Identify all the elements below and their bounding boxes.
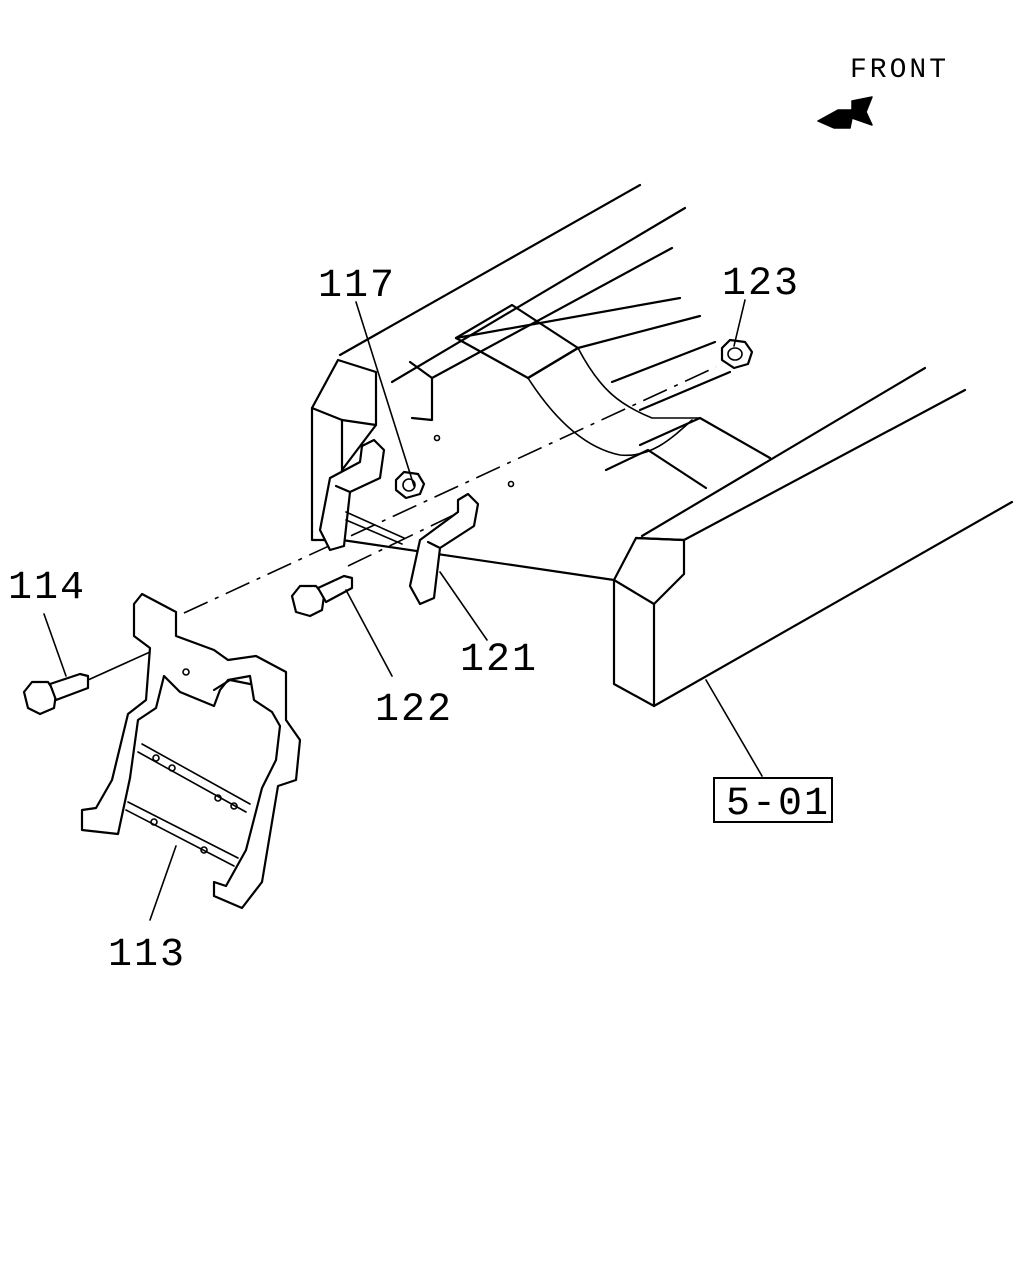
frame-crossmember [310, 183, 1014, 708]
leader-lines [43, 299, 763, 921]
callout-117: 117 [318, 264, 396, 309]
callout-121: 121 [460, 638, 538, 683]
bracket-arm-121 [318, 438, 480, 606]
assembly-centerline [183, 366, 717, 614]
front-indicator: FRONT [817, 55, 949, 129]
front-label: FRONT [850, 55, 949, 86]
nut-123 [720, 338, 754, 370]
callout-114: 114 [8, 566, 86, 611]
callout-122: 122 [375, 688, 453, 733]
nut-117 [394, 470, 426, 500]
callout-123: 123 [722, 262, 800, 307]
bolt-centerline [347, 509, 465, 567]
callout-113: 113 [108, 933, 186, 978]
bolt-114 [22, 651, 151, 716]
bolt-122 [290, 574, 354, 618]
reference-box-5-01: 5-01 [713, 777, 833, 827]
bracket-113 [80, 592, 302, 910]
front-arrow-icon [817, 96, 873, 129]
reference-label: 5-01 [726, 782, 830, 827]
